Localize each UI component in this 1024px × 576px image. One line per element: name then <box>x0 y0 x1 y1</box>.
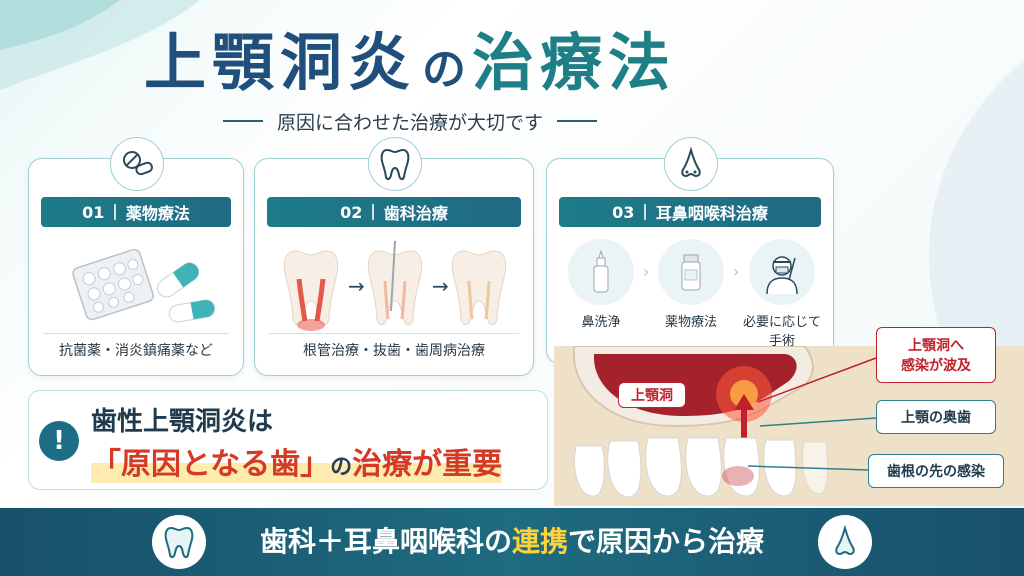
card-dental-footer: 根管治療・抜歯・歯周病治療 <box>269 333 519 361</box>
callout-sinus-spread: 上顎洞へ 感染が波及 <box>876 327 996 383</box>
subtitle-left-line <box>222 120 263 122</box>
card-medication-footer: 抗菌薬・消炎鎮痛薬など <box>43 333 229 361</box>
ent-step-label: 薬物療法 <box>664 315 717 330</box>
medication-illustration <box>72 248 216 323</box>
svg-text:→: → <box>432 274 449 298</box>
callout-upper-molar: 上顎の奥歯 <box>876 400 996 434</box>
banner-message: 歯科＋耳鼻咽喉科の連携で原因から治療 <box>259 525 765 558</box>
subtitle-right-line <box>557 120 597 122</box>
svg-text:→: → <box>348 274 365 298</box>
ent-step-surgery: 必要に応じて 手術 <box>737 239 827 349</box>
important-line1: 歯性上顎洞炎は <box>91 407 274 437</box>
sinus-label: 上顎洞 <box>618 382 686 408</box>
ent-step-medication: 薬物療法 <box>651 239 731 330</box>
tooth-icon <box>152 515 206 569</box>
tooth-icon <box>368 137 422 191</box>
callout-root-infection: 歯根の先の感染 <box>868 454 1004 488</box>
page-title: 上顎洞炎の治療法 <box>143 26 677 99</box>
medicine-bottle-icon <box>658 239 724 305</box>
surgeon-icon <box>749 239 815 305</box>
ent-step-label-line1: 必要に応じて <box>742 315 821 330</box>
exclamation-icon: ! <box>39 421 79 461</box>
step-arrow-icon: › <box>643 262 650 281</box>
step-arrow-icon: › <box>733 262 740 281</box>
important-message-box: ! 歯性上顎洞炎は 「原因となる歯」の治療が重要 <box>28 390 548 490</box>
dental-treatment-illustration: → → <box>283 241 507 331</box>
pills-icon <box>110 137 164 191</box>
ent-step-label: 鼻洗浄 <box>581 315 621 330</box>
ent-step-nasal-wash: 鼻洗浄 <box>561 239 641 330</box>
nose-icon <box>664 137 718 191</box>
nose-icon <box>818 515 872 569</box>
important-line2: 「原因となる歯」の治療が重要 <box>91 439 503 483</box>
bottom-banner: 歯科＋耳鼻咽喉科の連携で原因から治療 <box>0 508 1024 576</box>
nasal-spray-icon <box>568 239 634 305</box>
subtitle: 原因に合わせた治療が大切です <box>200 108 620 134</box>
